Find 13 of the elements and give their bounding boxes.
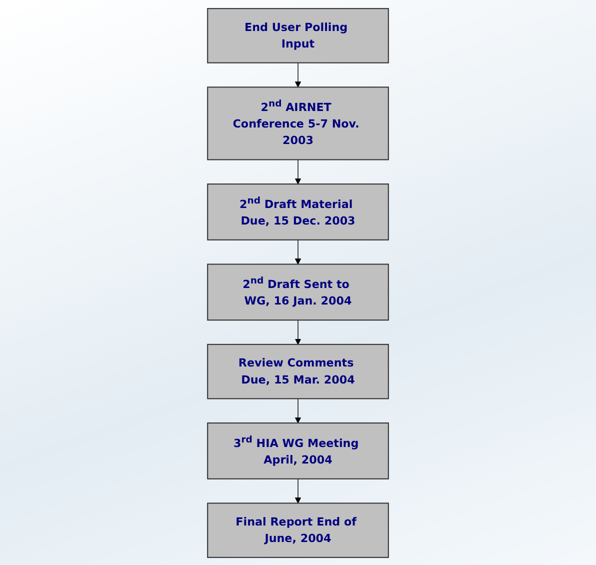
node-box: 2$^{nd}$ AIRNET Conference 5-7 Nov. 2003 <box>207 86 389 160</box>
arrow <box>294 319 302 344</box>
node-box: End User Polling Input <box>207 8 389 63</box>
node-box: 2$^{nd}$ Draft Material Due, 15 Dec. 2003 <box>207 183 389 240</box>
node-box: 3$^{rd}$ HIA WG Meeting April, 2004 <box>207 422 389 479</box>
arrow <box>294 62 302 87</box>
arrow <box>294 158 302 184</box>
arrow <box>294 398 302 423</box>
node-box: Review Comments Due, 15 Mar. 2004 <box>207 343 389 399</box>
arrow <box>294 478 302 503</box>
node-box: 2$^{nd}$ Draft Sent to WG, 16 Jan. 2004 <box>207 263 389 320</box>
arrow <box>294 239 302 264</box>
node-box: Final Report End of June, 2004 <box>207 502 389 558</box>
